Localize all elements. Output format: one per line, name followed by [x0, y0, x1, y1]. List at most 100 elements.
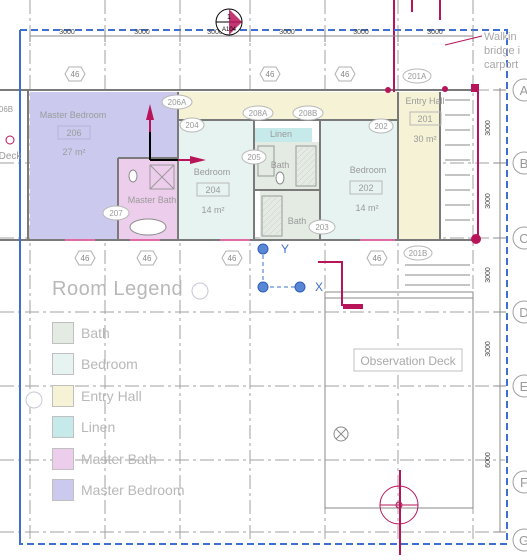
grip-handle-x[interactable] — [294, 281, 306, 293]
tag-208b[interactable]: 208B — [299, 109, 318, 118]
legend-item-entry-hall: Entry Hall — [52, 380, 184, 412]
selection-handles[interactable]: Y X — [257, 242, 323, 294]
right-dimension-line — [494, 88, 506, 533]
pink-grip-c[interactable] — [471, 234, 481, 244]
linen-fill[interactable] — [254, 128, 312, 142]
tag-201a[interactable]: 201A — [408, 72, 427, 81]
tag-46-d[interactable]: 46 — [81, 254, 90, 263]
toilet-master[interactable] — [128, 169, 138, 183]
observation-deck-label: Observation Deck — [360, 354, 456, 368]
entry-hall-area[interactable]: 30 m² — [413, 134, 436, 144]
deck-name[interactable]: Deck — [0, 151, 22, 162]
master-bedroom-area[interactable]: 27 m² — [62, 147, 85, 157]
top-dimension-line — [29, 30, 474, 42]
tag-46-e[interactable]: 46 — [143, 254, 152, 263]
top-dimension-values: 3000 3000 3000 3000 3000 3000 — [59, 29, 443, 36]
tag-46-b[interactable]: 46 — [266, 70, 275, 79]
bedroom-202-name[interactable]: Bedroom — [350, 165, 387, 175]
observation-deck-outline — [324, 291, 474, 509]
tag-202[interactable]: 202 — [374, 122, 388, 131]
tag-207[interactable]: 207 — [109, 209, 123, 218]
dim-5[interactable]: 3000 — [353, 29, 369, 36]
grid-bubble-f[interactable]: F — [520, 475, 527, 490]
pink-marker-bar — [343, 304, 363, 309]
right-dimension-values: 3000 3000 3000 3000 6000 — [485, 120, 492, 468]
room-legend-list: Bath Bedroom Entry Hall Linen Master Bat… — [52, 317, 184, 506]
legend-swatch-master-bath — [52, 447, 74, 470]
dim-4[interactable]: 3000 — [279, 29, 295, 36]
bedroom-204-area[interactable]: 14 m² — [201, 205, 224, 215]
grip-handle-y[interactable] — [257, 243, 269, 255]
rdim-1[interactable]: 3000 — [485, 120, 492, 136]
legend-label-linen: Linen — [81, 419, 116, 436]
room-legend[interactable]: Room Legend Bath Bedroom Entry Hall Line… — [52, 278, 184, 506]
tag-205[interactable]: 205 — [247, 153, 261, 162]
section-number: 1 — [227, 14, 231, 21]
master-bedroom-number[interactable]: 206 — [66, 128, 81, 138]
bedroom-202-area[interactable]: 14 m² — [355, 203, 378, 213]
tag-46-g[interactable]: 46 — [373, 254, 382, 263]
pink-grip-entry[interactable] — [442, 86, 448, 92]
legend-swatch-linen — [52, 416, 74, 439]
tag-206a[interactable]: 206A — [168, 98, 187, 107]
legend-label-entry-hall: Entry Hall — [81, 387, 142, 404]
tag-06b[interactable]: 06B — [0, 105, 13, 114]
master-bedroom-name[interactable]: Master Bedroom — [40, 110, 107, 120]
bedroom-202-fill[interactable] — [320, 120, 398, 240]
toilet[interactable] — [275, 171, 285, 185]
tag-201b[interactable]: 201B — [409, 249, 428, 258]
entry-hall-fill[interactable] — [398, 92, 440, 240]
grid-bubble-d[interactable]: D — [519, 305, 527, 320]
bedroom-204-number[interactable]: 204 — [205, 185, 220, 195]
shower-tile-2 — [262, 196, 282, 236]
bathtub[interactable] — [129, 218, 167, 236]
observation-deck-tag[interactable] — [353, 348, 463, 372]
tag-208a[interactable]: 208A — [249, 109, 268, 118]
rdim-5[interactable]: 6000 — [485, 452, 492, 468]
grid-bubble-a[interactable]: A — [520, 83, 527, 98]
dim-1[interactable]: 3000 — [59, 29, 75, 36]
bath-upper-name[interactable]: Bath — [271, 160, 290, 170]
legend-swatch-entry-hall — [52, 384, 74, 407]
room-labels: Master Bedroom 206 27 m² Master Bath Bed… — [0, 96, 445, 226]
linen-name[interactable]: Linen — [270, 129, 292, 139]
bedroom-204-name[interactable]: Bedroom — [194, 167, 231, 177]
dim-3[interactable]: 3000 — [207, 29, 223, 36]
section-marker[interactable]: 1 A104 — [215, 8, 243, 36]
bath-lower-name[interactable]: Bath — [288, 216, 307, 226]
pink-grip-corridor[interactable] — [385, 87, 391, 93]
walkway-note-line-2: bridge i — [484, 45, 520, 57]
grid-bubble-b[interactable]: B — [520, 156, 527, 171]
grid-bubble-c[interactable]: C — [519, 231, 527, 246]
master-bath-name[interactable]: Master Bath — [128, 195, 177, 205]
rdim-4[interactable]: 3000 — [485, 341, 492, 357]
legend-item-master-bath: Master Bath — [52, 443, 184, 475]
entry-hall-name[interactable]: Entry Hall — [405, 96, 444, 106]
tag-46-c[interactable]: 46 — [341, 70, 350, 79]
x-axis-label: X — [315, 280, 323, 294]
section-sheet: A104 — [222, 27, 237, 33]
tag-46-f[interactable]: 46 — [228, 254, 237, 263]
legend-label-bath: Bath — [81, 324, 110, 341]
tag-204[interactable]: 204 — [185, 121, 199, 130]
bedroom-202-number[interactable]: 202 — [358, 183, 373, 193]
bedroom-204-fill[interactable] — [178, 120, 254, 240]
walkway-note-line-1: Walkin — [484, 31, 517, 43]
grid-bubble-g[interactable]: G — [519, 533, 527, 548]
ucs-axis-icon — [146, 104, 206, 164]
rdim-2[interactable]: 3000 — [485, 193, 492, 209]
grid-bubble-e[interactable]: E — [520, 379, 527, 394]
grid-circle-left — [25, 391, 43, 409]
rdim-3[interactable]: 3000 — [485, 267, 492, 283]
tag-46-a[interactable]: 46 — [71, 70, 80, 79]
walkway-note[interactable]: Walkin bridge i carport — [484, 31, 520, 71]
tag-203[interactable]: 203 — [315, 223, 329, 232]
dim-2[interactable]: 3000 — [134, 29, 150, 36]
legend-label-master-bedroom: Master Bedroom — [81, 482, 185, 499]
dim-6[interactable]: 3000 — [427, 29, 443, 36]
entry-hall-number[interactable]: 201 — [417, 114, 432, 124]
grip-handle-origin[interactable] — [257, 281, 269, 293]
legend-marker-circle — [191, 282, 209, 300]
